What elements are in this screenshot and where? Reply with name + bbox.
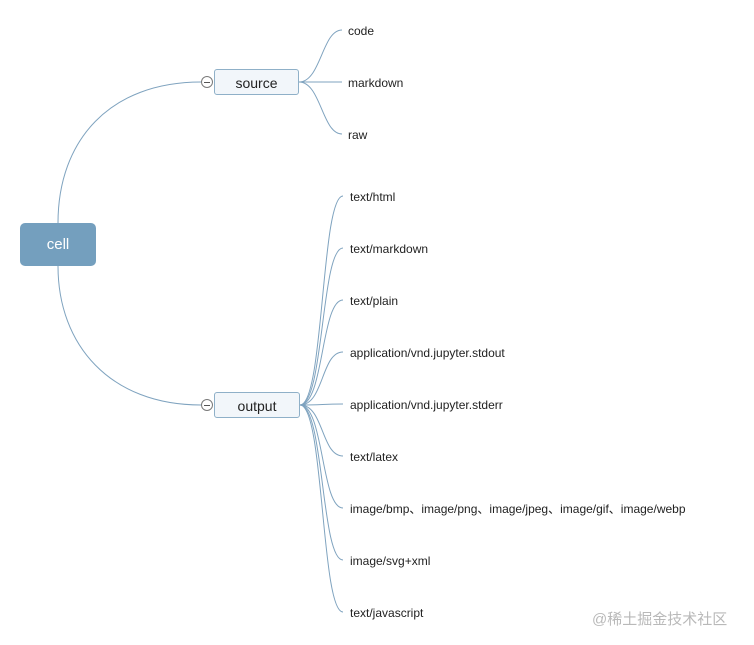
leaf-node-stderr[interactable]: application/vnd.jupyter.stderr bbox=[350, 398, 503, 412]
leaf-node-stdout[interactable]: application/vnd.jupyter.stdout bbox=[350, 346, 505, 360]
leaf-node-code[interactable]: code bbox=[348, 24, 375, 38]
leaf-node-text-latex[interactable]: text/latex bbox=[350, 450, 399, 464]
connector-output-leaf-1 bbox=[299, 247, 344, 406]
leaf-node-text-html[interactable]: text/html bbox=[350, 190, 396, 204]
minus-circle-icon[interactable] bbox=[201, 399, 213, 411]
watermark: @稀土掘金技术社区 bbox=[592, 611, 728, 628]
root-node-cell[interactable]: cell bbox=[20, 223, 96, 266]
connector-output-leaf-3 bbox=[299, 351, 344, 406]
leaf-node-raw[interactable]: raw bbox=[348, 128, 368, 142]
leaf-node-image-svg[interactable]: image/svg+xml bbox=[350, 554, 431, 568]
connector-output-leaf-5 bbox=[299, 404, 344, 457]
connector-output-leaf-2 bbox=[299, 299, 344, 406]
connector-source-leaf-0 bbox=[298, 29, 343, 83]
branch-node-source[interactable]: source bbox=[214, 69, 299, 95]
connector-output-leaf-0 bbox=[299, 195, 344, 406]
branch-node-output[interactable]: output bbox=[214, 392, 300, 418]
minus-circle-icon[interactable] bbox=[201, 76, 213, 88]
connector-output-leaf-7 bbox=[299, 404, 344, 561]
leaf-node-text-javascript[interactable]: text/javascript bbox=[350, 606, 424, 620]
connector-output-leaf-8 bbox=[299, 404, 344, 613]
leaf-node-text-plain[interactable]: text/plain bbox=[350, 294, 399, 308]
connector-root-output bbox=[57, 265, 202, 406]
connector-root-source bbox=[57, 81, 202, 224]
leaf-node-text-markdown[interactable]: text/markdown bbox=[350, 242, 429, 256]
connector-source-leaf-2 bbox=[298, 81, 343, 135]
leaf-node-image-formats[interactable]: image/bmp、image/png、image/jpeg、image/gif… bbox=[350, 502, 686, 516]
connector-output-leaf-6 bbox=[299, 404, 344, 509]
leaf-node-markdown[interactable]: markdown bbox=[348, 76, 404, 90]
connector-output-leaf-4 bbox=[299, 403, 344, 406]
